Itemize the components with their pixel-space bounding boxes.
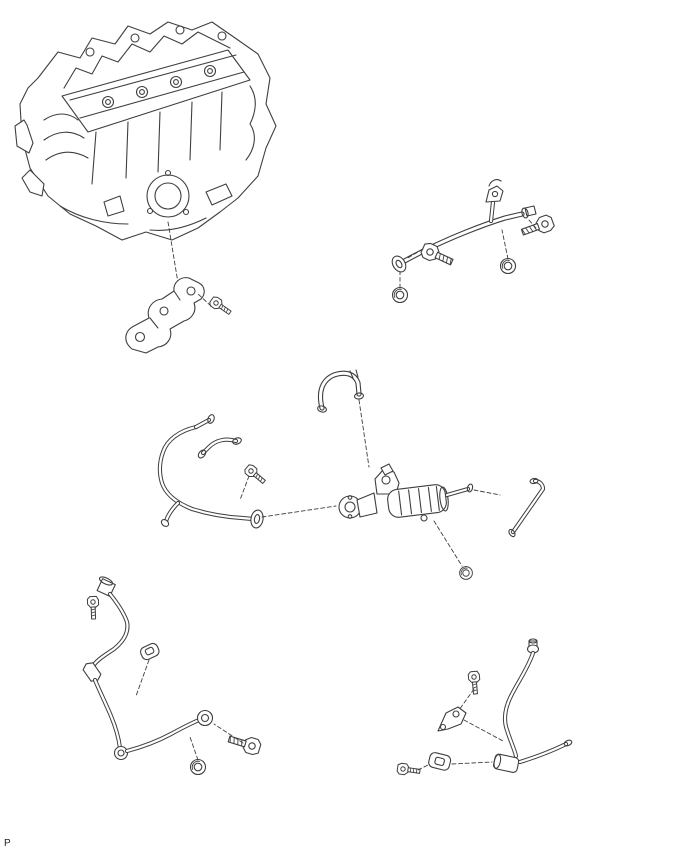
- bracket-bolt-icon: [207, 294, 234, 318]
- leader-grommet: [189, 736, 199, 761]
- leader-bracket-bolt: [196, 292, 212, 307]
- leader-bolt-right: [527, 218, 537, 229]
- fuel-pipe-rear: [493, 638, 573, 773]
- leader-nut-right: [501, 229, 509, 260]
- union-nut-left-icon: [391, 286, 409, 304]
- leader-rear-bolt: [458, 688, 475, 711]
- page-footer-label: P: [4, 838, 11, 849]
- inlet-pipes: [157, 414, 264, 529]
- egr-cooler-assembly: [338, 463, 474, 522]
- front-pipe-screw-icon: [86, 595, 100, 620]
- leader-rear-bracket: [463, 719, 504, 742]
- leader-inlet-bolt: [239, 475, 250, 501]
- rear-bracket-bolt-icon: [467, 670, 482, 695]
- leader-cooler-pipe: [473, 489, 501, 496]
- union-nut-right-icon: [499, 257, 517, 275]
- fuel-pipe-front: [82, 576, 214, 761]
- grommet-icon: [189, 758, 207, 776]
- rear-pipe-clamp: [428, 752, 452, 771]
- cooler-nut-icon: [459, 566, 473, 580]
- pipe-end-clamp: [485, 179, 504, 203]
- leader-bolt-mid: [405, 248, 424, 260]
- diagram-root: [14, 21, 573, 778]
- rear-clamp-bolt-icon: [396, 762, 422, 778]
- leader-front-clamp: [135, 659, 150, 697]
- rear-pipe-bracket: [437, 706, 467, 732]
- formed-hose: [317, 369, 365, 413]
- leader-rear-clamp-bolt: [417, 764, 429, 771]
- banjo-bolt-icon: [226, 730, 263, 757]
- leader-engine-bracket: [167, 221, 180, 290]
- front-pipe-clamp: [139, 642, 160, 661]
- connector-pipe: [508, 477, 546, 538]
- water-bypass-pipe-assembly: [391, 179, 537, 273]
- engine-assembly: [14, 21, 277, 241]
- leader-banjo-bolt: [213, 723, 244, 744]
- leader-pipe-cooler: [261, 505, 337, 518]
- leader-hose-cooler: [358, 399, 370, 468]
- leader-cooler-nut: [433, 520, 463, 567]
- mounting-bracket: [125, 277, 205, 354]
- leader-rear-clamp: [451, 761, 493, 765]
